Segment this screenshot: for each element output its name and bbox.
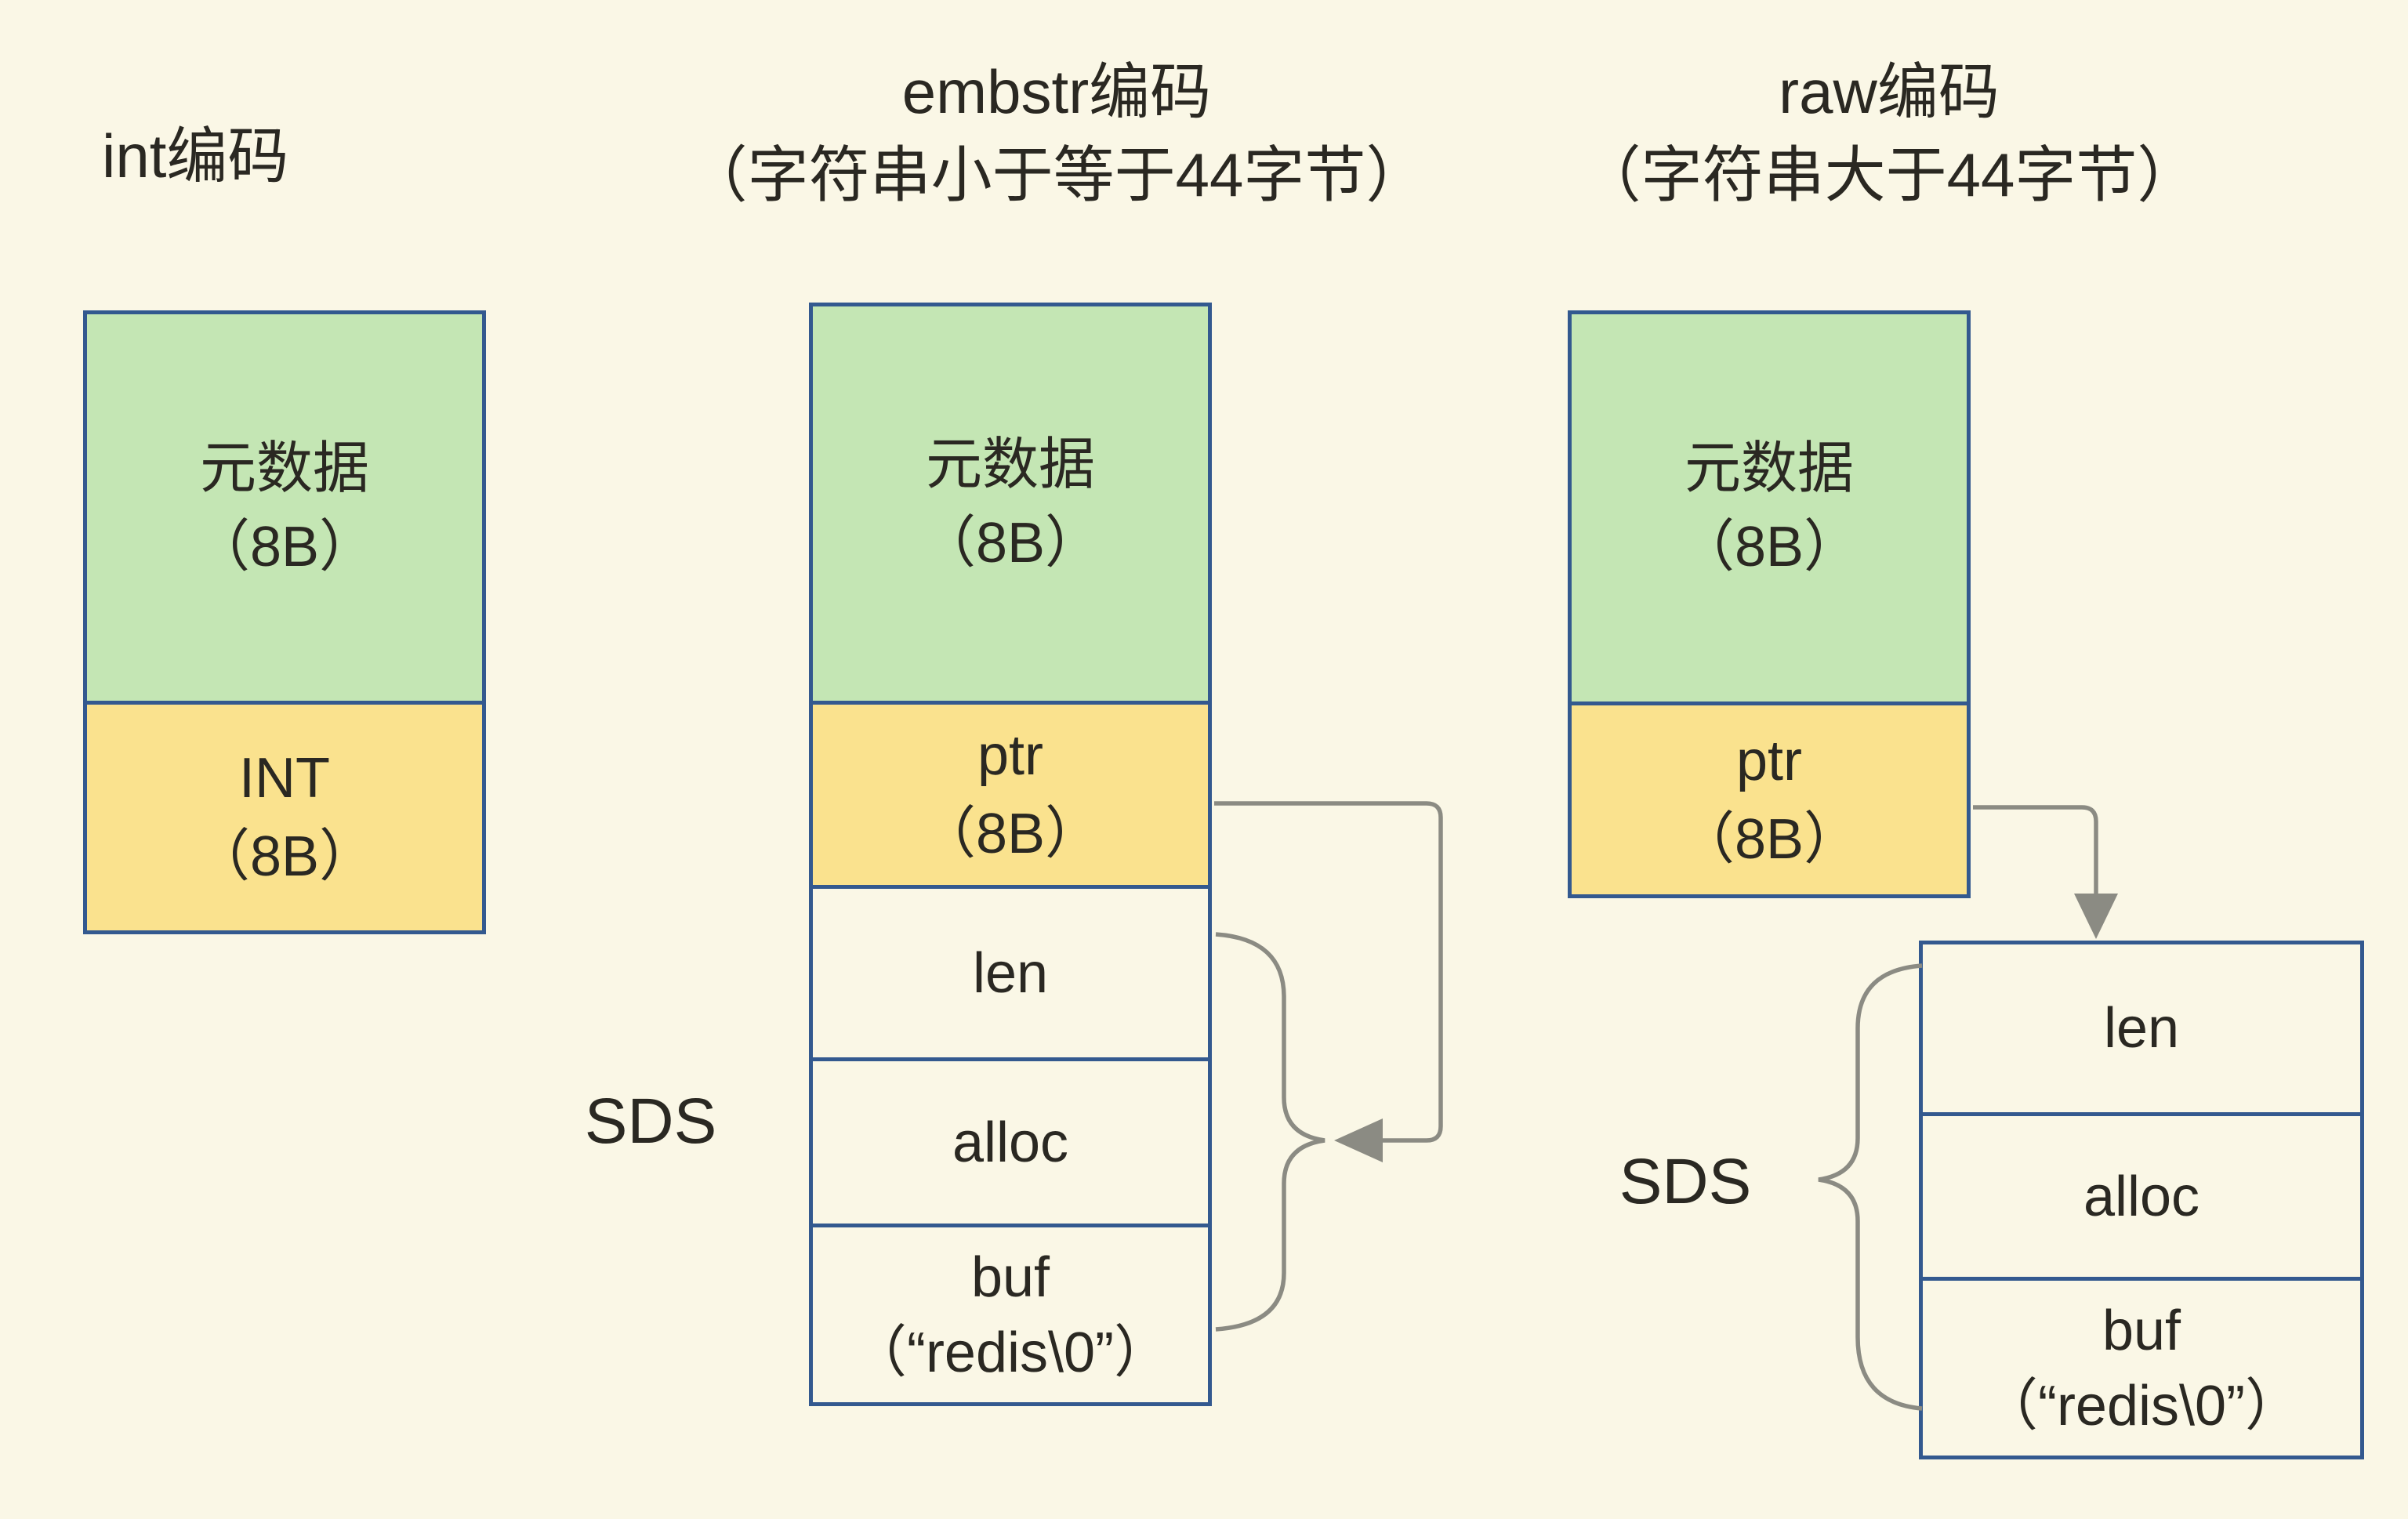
title-embstr-line2: （字符串小于等于44字节）: [686, 140, 1427, 209]
int-value-box: INT （8B）: [83, 701, 486, 934]
raw-ptr-box: ptr （8B）: [1568, 701, 1971, 898]
embstr-metadata-size: （8B）: [919, 511, 1102, 575]
embstr-ptr-label: ptr: [977, 724, 1044, 787]
int-value-label: INT: [239, 747, 330, 810]
raw-ptr-size: （8B）: [1677, 807, 1861, 871]
embstr-metadata-box: 元数据 （8B）: [809, 303, 1212, 705]
embstr-metadata-label: 元数据: [925, 433, 1095, 496]
raw-ptr-label: ptr: [1735, 729, 1803, 792]
embstr-sds-label: SDS: [584, 1086, 717, 1157]
int-metadata-box: 元数据 （8B）: [83, 310, 486, 705]
embstr-sds-brace: [1215, 932, 1325, 1332]
embstr-buf-box: buf （“redis\0”）: [809, 1224, 1212, 1406]
raw-ptr-arrow-line: [1973, 805, 2098, 901]
title-raw-line1: raw编码: [1779, 57, 2000, 126]
embstr-ptr-arrow-line: [1214, 801, 1443, 1143]
raw-buf-content: （“redis\0”）: [1981, 1374, 2302, 1437]
title-embstr-encoding: embstr编码 （字符串小于等于44字节）: [641, 50, 1472, 216]
embstr-alloc-label: alloc: [952, 1111, 1069, 1174]
raw-sds-brace: [1818, 963, 1923, 1411]
int-metadata-label: 元数据: [199, 437, 369, 500]
raw-sds-label: SDS: [1619, 1146, 1752, 1217]
title-embstr-line1: embstr编码: [901, 57, 1212, 126]
raw-ptr-arrowhead-icon: [2074, 894, 2118, 939]
embstr-len-box: len: [809, 885, 1212, 1061]
raw-alloc-box: alloc: [1919, 1112, 2364, 1281]
raw-metadata-size: （8B）: [1677, 516, 1861, 578]
int-metadata-size: （8B）: [193, 515, 376, 578]
raw-buf-box: buf （“redis\0”）: [1919, 1277, 2364, 1459]
embstr-buf-label: buf: [970, 1245, 1050, 1309]
embstr-len-label: len: [972, 941, 1049, 1005]
title-int-line1: int编码: [102, 121, 289, 190]
embstr-ptr-arrowhead-icon: [1334, 1118, 1383, 1162]
embstr-ptr-box: ptr （8B）: [809, 701, 1212, 889]
raw-metadata-label: 元数据: [1684, 437, 1854, 500]
raw-len-box: len: [1919, 941, 2364, 1116]
embstr-alloc-box: alloc: [809, 1057, 1212, 1227]
raw-len-label: len: [2103, 997, 2180, 1060]
raw-alloc-label: alloc: [2083, 1165, 2200, 1228]
title-raw-line2: （字符串大于44字节）: [1579, 140, 2199, 209]
raw-metadata-box: 元数据 （8B）: [1568, 310, 1971, 705]
raw-buf-label: buf: [2102, 1299, 2181, 1362]
embstr-buf-content: （“redis\0”）: [850, 1321, 1171, 1384]
title-int-encoding: int编码: [102, 114, 288, 198]
int-value-size: （8B）: [193, 825, 376, 888]
title-raw-encoding: raw编码 （字符串大于44字节）: [1521, 50, 2258, 216]
embstr-ptr-size: （8B）: [919, 803, 1102, 865]
